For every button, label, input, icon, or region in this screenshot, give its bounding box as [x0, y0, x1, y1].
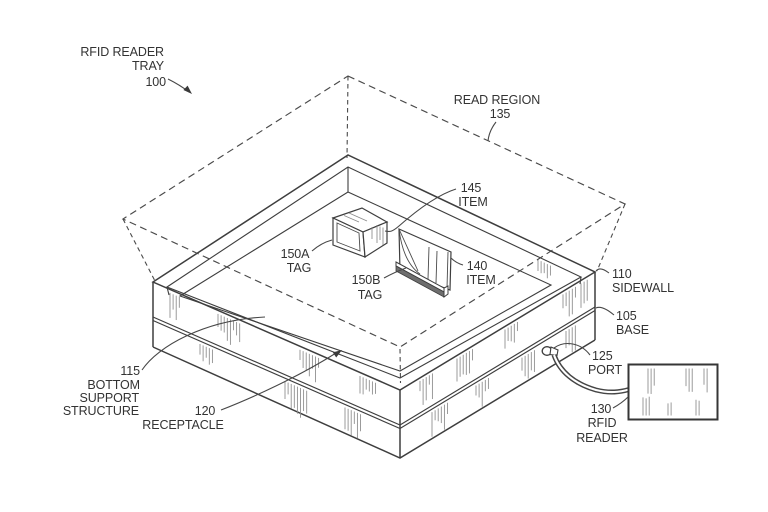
label-item140: ITEM — [466, 273, 495, 287]
label-support-ref: 115 — [120, 364, 140, 378]
label-tag150b-ref: 150B — [352, 273, 381, 287]
label-tag150b: TAG — [358, 288, 382, 302]
label-support-line3: STRUCTURE — [63, 404, 139, 418]
leader-base-105 — [595, 306, 615, 316]
label-sidewall-ref: 110 — [612, 267, 632, 281]
label-port: PORT — [588, 363, 623, 377]
leader-support-115 — [141, 316, 266, 371]
leader-item-145 — [384, 188, 457, 233]
rfid-reader-box — [627, 363, 719, 421]
label-tag150a-ref: 150A — [281, 247, 311, 261]
surface-hatching — [169, 259, 588, 439]
label-support-line2: SUPPORT — [80, 391, 140, 405]
cable — [551, 354, 630, 395]
arrowhead-tray-100 — [183, 85, 192, 94]
label-reader-ref: 130 — [591, 402, 612, 416]
item-flat-140 — [395, 228, 452, 298]
leader-receptacle-120 — [220, 352, 337, 411]
leader-reader-130 — [612, 396, 629, 409]
leader-port-125 — [553, 342, 591, 356]
label-tray-line1: RFID READER — [80, 45, 164, 59]
item-box-145 — [331, 207, 389, 259]
leader-item-140 — [450, 257, 464, 266]
leader-tag-150b — [383, 267, 407, 279]
arrowhead-receptacle-120 — [332, 350, 342, 358]
label-tray-ref: 100 — [145, 75, 166, 89]
port-connector — [541, 346, 559, 357]
label-reader-line1: RFID — [588, 416, 617, 430]
label-read-region-ref: 135 — [490, 107, 511, 121]
label-receptacle: RECEPTACLE — [142, 418, 223, 432]
label-port-ref: 125 — [592, 349, 613, 363]
label-item140-ref: 140 — [467, 259, 488, 273]
label-item145: ITEM — [458, 195, 487, 209]
label-base-ref: 105 — [616, 309, 637, 323]
label-base: BASE — [616, 323, 649, 337]
leader-lines — [141, 78, 629, 411]
label-receptacle-ref: 120 — [195, 404, 216, 418]
leader-sidewall-110 — [595, 268, 610, 274]
label-sidewall: SIDEWALL — [612, 281, 674, 295]
leader-read-region — [487, 121, 497, 142]
label-read-region: READ REGION — [454, 93, 540, 107]
leader-tag-150a — [311, 239, 333, 252]
read-region-boundary — [121, 75, 627, 384]
label-reader-line2: READER — [576, 431, 628, 445]
box-front-recess — [336, 222, 361, 252]
figure-labels: RFID READER TRAY 100 READ REGION 135 145… — [63, 45, 674, 445]
label-tag150a: TAG — [287, 261, 311, 275]
label-item145-ref: 145 — [461, 181, 482, 195]
tag-150b-strip — [395, 261, 449, 298]
tray-outline — [151, 154, 597, 459]
label-support-line1: BOTTOM — [87, 378, 140, 392]
label-tray-line2: TRAY — [132, 59, 165, 73]
